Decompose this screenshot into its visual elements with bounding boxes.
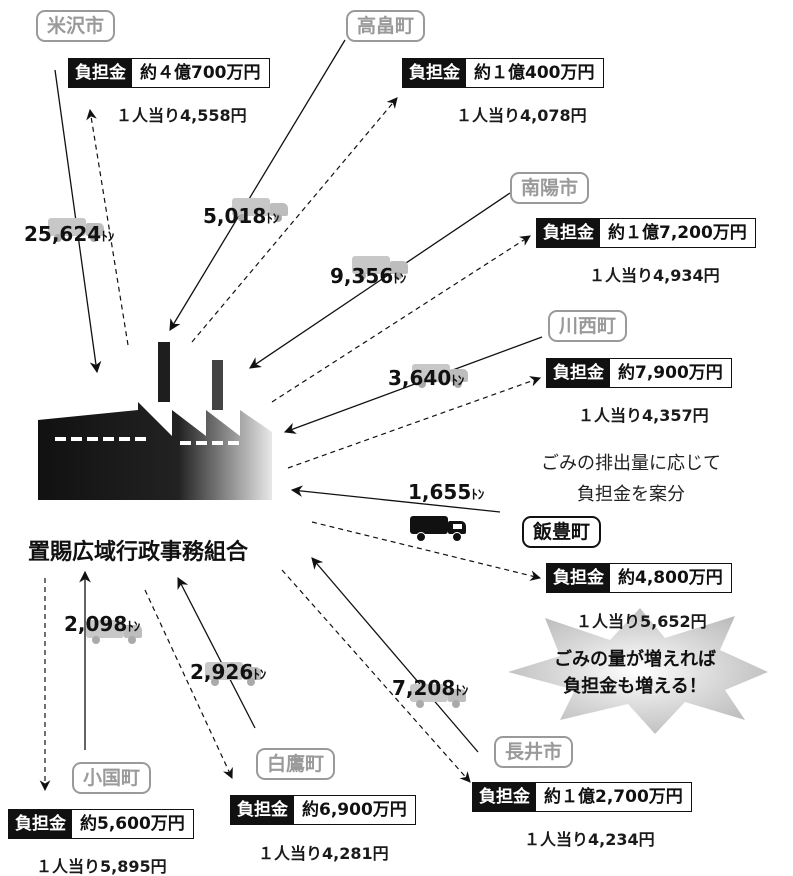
municipality-name-nanyo: 南陽市 [510, 172, 590, 204]
garbage-truck-icon [48, 216, 106, 242]
cost-label: 負担金 [473, 783, 536, 811]
waste-arrow-iide [290, 485, 501, 513]
tonnage-iide: 1,655ﾄﾝ [408, 480, 484, 504]
per-capita-takahata: １人当り4,078円 [456, 106, 587, 125]
ton-unit: ﾄﾝ [266, 212, 280, 227]
per-capita-nagai: １人当り4,234円 [524, 830, 655, 849]
garbage-truck-icon [410, 514, 468, 542]
garbage-truck-icon [86, 618, 144, 644]
ton-unit: ﾄﾝ [393, 272, 407, 287]
tonnage-kawanishi: 3,640ﾄﾝ [388, 366, 464, 390]
per-capita-yonezawa: １人当り4,558円 [116, 106, 247, 125]
cost-label: 負担金 [9, 810, 72, 838]
municipality-name-yonezawa: 米沢市 [36, 10, 116, 42]
tonnage-shirataka: 2,926ﾄﾝ [190, 660, 266, 684]
tonnage-value-shirataka: 2,926 [190, 660, 254, 684]
union-name: 置賜広域行政事務組合 [28, 540, 249, 565]
cost-box-oguni: 負担金 約5,600万円 [8, 809, 194, 839]
garbage-truck-icon [205, 660, 263, 686]
tonnage-value-iide: 1,655 [408, 480, 472, 504]
cost-box-nagai: 負担金 約１億2,700万円 [472, 782, 692, 812]
callout-text: ごみの量が増えれば 負担金も増える！ [530, 646, 740, 700]
cost-amount-takahata: 約１億400万円 [474, 63, 595, 83]
cost-arrow-nagai [281, 569, 471, 783]
cost-arrow-nanyo [271, 235, 531, 403]
municipality-name-nagai: 長井市 [494, 736, 574, 768]
cost-box-iide: 負担金 約4,800万円 [546, 563, 732, 593]
ton-unit: ﾄﾝ [253, 668, 267, 683]
callout-line-1: ごみの量が増えれば [554, 649, 716, 670]
per-capita-shirataka: １人当り4,281円 [258, 844, 389, 863]
waste-arrow-kawanishi [283, 336, 543, 434]
waste-arrow-shirataka [177, 576, 256, 729]
municipality-name-oguni: 小国町 [72, 762, 152, 794]
waste-arrow-takahata [169, 39, 346, 332]
per-capita-nanyo: １人当り4,934円 [589, 266, 720, 285]
municipality-name-takahata: 高畠町 [346, 10, 426, 42]
cost-box-yonezawa: 負担金 約４億700万円 [68, 58, 270, 88]
tonnage-oguni: 2,098ﾄﾝ [64, 612, 140, 636]
cost-arrow-yonezawa [86, 108, 129, 346]
cost-box-kawanishi: 負担金 約7,900万円 [546, 358, 732, 388]
garbage-truck-icon [232, 196, 290, 222]
per-capita-kawanishi: １人当り4,357円 [578, 406, 709, 425]
tonnage-value-yonezawa: 25,624 [24, 222, 102, 246]
tonnage-value-nagai: 7,208 [392, 676, 456, 700]
tonnage-nagai: 7,208ﾄﾝ [392, 676, 468, 700]
cost-arrow-shirataka [144, 589, 233, 779]
garbage-truck-icon [352, 254, 410, 280]
cost-label: 負担金 [403, 59, 466, 87]
ton-unit: ﾄﾝ [451, 374, 465, 389]
ton-unit: ﾄﾝ [471, 488, 485, 503]
tonnage-yonezawa: 25,624ﾄﾝ [24, 222, 114, 246]
tonnage-value-takahata: 5,018 [203, 204, 267, 228]
tonnage-value-nanyo: 9,356 [330, 264, 394, 288]
cost-amount-nanyo: 約１億7,200万円 [608, 223, 747, 243]
cost-box-shirataka: 負担金 約6,900万円 [230, 795, 416, 825]
cost-label: 負担金 [547, 359, 610, 387]
waste-arrow-nanyo [249, 192, 511, 369]
cost-arrow-iide [311, 521, 542, 581]
tonnage-value-kawanishi: 3,640 [388, 366, 452, 390]
cost-box-nanyo: 負担金 約１億7,200万円 [536, 218, 756, 248]
per-capita-iide: １人当り5,652円 [576, 612, 707, 631]
ton-unit: ﾄﾝ [455, 684, 469, 699]
ton-unit: ﾄﾝ [101, 230, 115, 245]
cost-box-takahata: 負担金 約１億400万円 [402, 58, 604, 88]
cost-amount-kawanishi: 約7,900万円 [618, 363, 723, 383]
allocation-note: ごみの排出量に応じて 負担金を案分 [506, 448, 756, 510]
per-capita-oguni: １人当り5,895円 [36, 857, 167, 876]
cost-label: 負担金 [69, 59, 132, 87]
cost-amount-shirataka: 約6,900万円 [302, 800, 407, 820]
garbage-truck-icon [412, 362, 470, 388]
tonnage-value-oguni: 2,098 [64, 612, 128, 636]
cost-label: 負担金 [537, 219, 600, 247]
cost-arrow-takahata [191, 97, 398, 343]
cost-amount-nagai: 約１億2,700万円 [544, 787, 683, 807]
cost-amount-yonezawa: 約４億700万円 [140, 63, 261, 83]
note-line-1: ごみの排出量に応じて [541, 453, 721, 474]
cost-amount-iide: 約4,800万円 [618, 568, 723, 588]
municipality-name-iide: 飯豊町 [522, 516, 602, 548]
municipality-name-kawanishi: 川西町 [548, 310, 628, 342]
tonnage-takahata: 5,018ﾄﾝ [203, 204, 279, 228]
cost-amount-oguni: 約5,600万円 [80, 814, 185, 834]
ton-unit: ﾄﾝ [127, 620, 141, 635]
callout-line-2: 負担金も増える！ [563, 676, 707, 697]
note-line-2: 負担金を案分 [577, 484, 685, 505]
waste-arrow-nagai [311, 557, 479, 753]
tonnage-nanyo: 9,356ﾄﾝ [330, 264, 406, 288]
cost-label: 負担金 [547, 564, 610, 592]
cost-label: 負担金 [231, 796, 294, 824]
municipality-name-shirataka: 白鷹町 [256, 748, 336, 780]
garbage-truck-icon [410, 682, 468, 708]
